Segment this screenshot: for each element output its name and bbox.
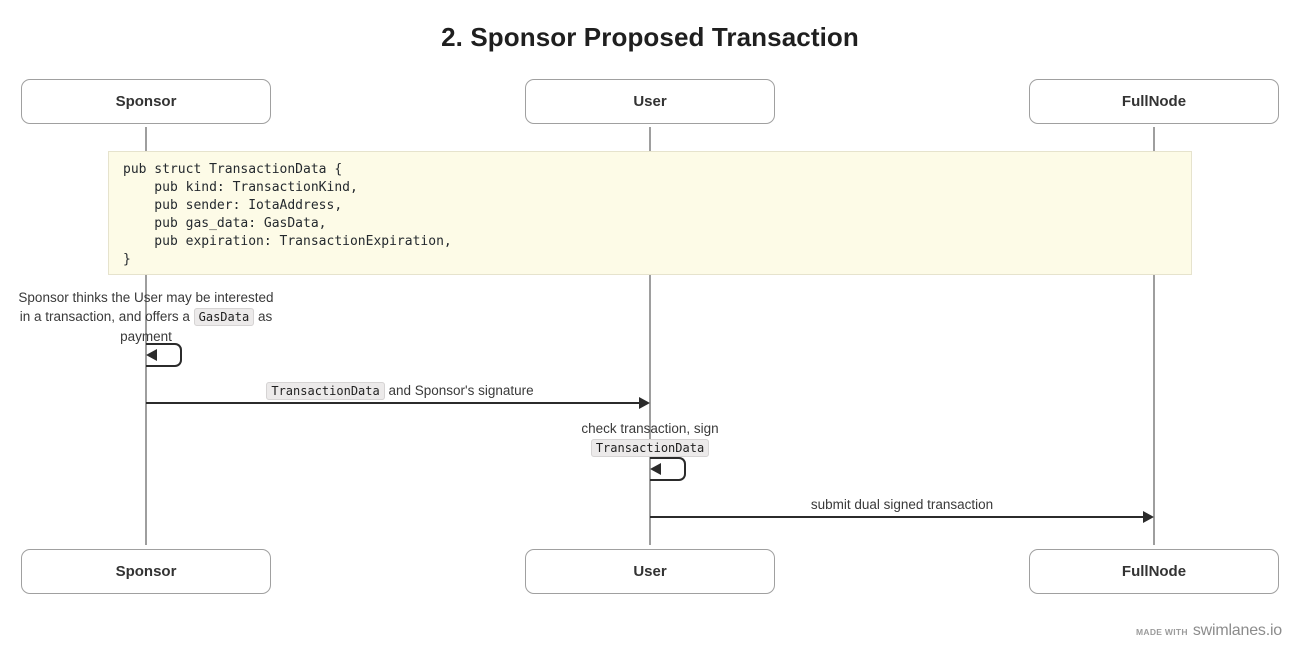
- message-label-2-text: submit dual signed transaction: [810, 497, 994, 512]
- note-line-2: TransactionData: [555, 438, 745, 458]
- note-line-1: check transaction, sign: [581, 421, 719, 436]
- participant-label: User: [633, 563, 667, 580]
- participant-label: Sponsor: [115, 563, 177, 580]
- inline-code-gasdata: GasData: [193, 308, 255, 326]
- self-loop-user: [650, 457, 686, 481]
- code-note-transactiondata: pub struct TransactionData { pub kind: T…: [108, 151, 1192, 275]
- participant-bottom-fullnode[interactable]: FullNode: [1029, 549, 1279, 594]
- participant-label: FullNode: [1121, 93, 1187, 110]
- message-label-2: submit dual signed transaction: [660, 495, 1144, 514]
- message-arrow-1-head: [639, 397, 650, 409]
- participant-top-fullnode[interactable]: FullNode: [1029, 79, 1279, 124]
- footer-branding[interactable]: Made with swimlanes.io: [1136, 622, 1282, 640]
- note-sponsor-self-message: Sponsor thinks the User may be intereste…: [11, 288, 281, 346]
- participant-label: User: [633, 93, 667, 110]
- footer-brand-name: swimlanes.io: [1192, 622, 1282, 639]
- message-arrow-1: [146, 402, 640, 404]
- participant-bottom-user[interactable]: User: [525, 549, 775, 594]
- inline-code-transactiondata: TransactionData: [590, 439, 710, 457]
- participant-label: Sponsor: [115, 93, 177, 110]
- self-loop-sponsor-arrowhead: [146, 349, 157, 361]
- participant-bottom-sponsor[interactable]: Sponsor: [21, 549, 271, 594]
- lifeline-sponsor: [145, 127, 147, 545]
- note-line-1: Sponsor thinks the User may be intereste…: [18, 290, 274, 305]
- page-title: 2. Sponsor Proposed Transaction: [441, 22, 859, 52]
- footer-made-with-label: Made with: [1136, 627, 1188, 637]
- participant-label: FullNode: [1121, 563, 1187, 580]
- participant-top-user[interactable]: User: [525, 79, 775, 124]
- note-line-2-before: in a transaction, and offers a: [19, 309, 190, 324]
- note-line-2: in a transaction, and offers a GasData a…: [11, 307, 281, 327]
- message-label-1: TransactionData and Sponsor's signature: [260, 381, 540, 401]
- inline-code-transactiondata: TransactionData: [266, 382, 385, 400]
- self-loop-user-arrowhead: [650, 463, 661, 475]
- lifeline-fullnode: [1153, 127, 1155, 545]
- note-line-2-after: as: [257, 309, 273, 324]
- message-label-1-text: and Sponsor's signature: [388, 383, 534, 398]
- self-loop-sponsor: [146, 343, 182, 367]
- note-user-self-message: check transaction, sign TransactionData: [555, 419, 745, 458]
- participant-top-sponsor[interactable]: Sponsor: [21, 79, 271, 124]
- lifeline-user: [649, 127, 651, 545]
- message-arrow-2: [650, 516, 1144, 518]
- message-arrow-2-head: [1143, 511, 1154, 523]
- note-line-3: payment: [120, 329, 172, 344]
